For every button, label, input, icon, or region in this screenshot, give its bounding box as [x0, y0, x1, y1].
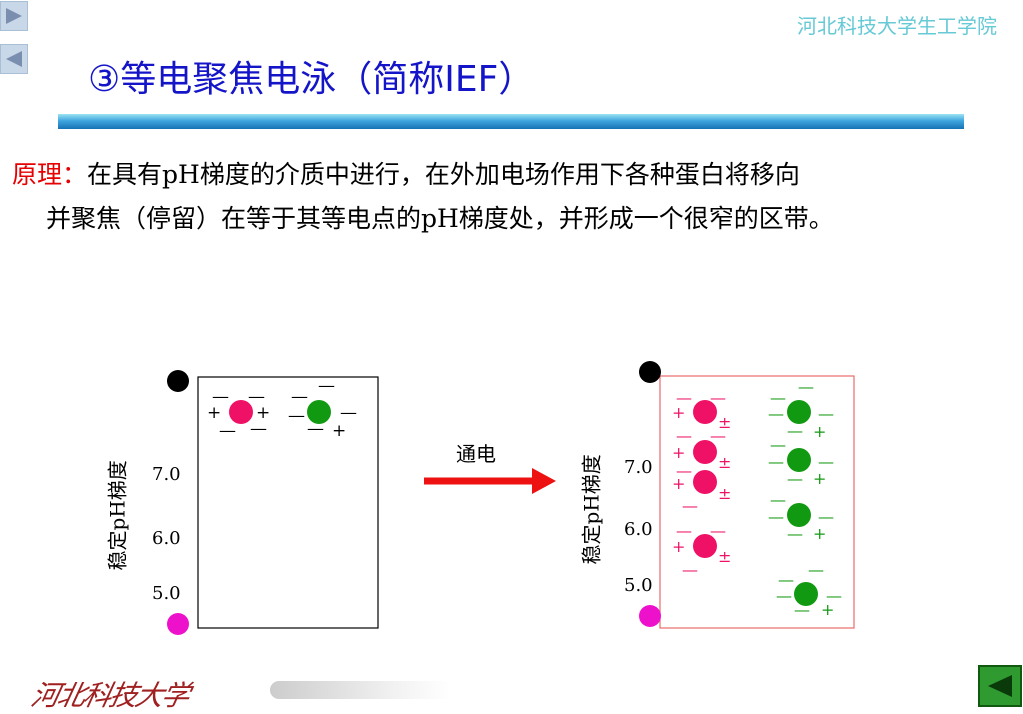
- charge-minus: —: [770, 388, 786, 407]
- charge-minus: —: [770, 490, 786, 509]
- right-tick-label: 7.0: [624, 457, 653, 478]
- charge-minus: —: [808, 560, 824, 579]
- protein-green: [787, 448, 811, 472]
- cathode-electrode: [167, 370, 189, 392]
- charge-plus: +: [332, 421, 347, 441]
- left-tick-label: 5.0: [152, 583, 181, 604]
- charge-minus: —: [770, 435, 786, 454]
- protein-green: [794, 582, 818, 606]
- principle-line-1: 在具有pH梯度的介质中进行，在外加电场作用下各种蛋白将移向: [87, 160, 800, 189]
- school-name: 河北科技大学生工学院: [797, 14, 997, 38]
- logo-swoosh: [270, 681, 450, 699]
- charge-plus-minus: ±: [718, 453, 732, 472]
- next-button[interactable]: [978, 665, 1022, 707]
- charge-minus: —: [818, 404, 834, 423]
- left-gel-tube: [197, 376, 379, 629]
- protein-green: [787, 503, 811, 527]
- charge-minus: —: [818, 507, 834, 526]
- university-logo: 河北科技大学: [28, 679, 192, 712]
- principle-label: 原理：: [12, 160, 88, 189]
- charge-minus: —: [710, 521, 726, 540]
- charge-plus: +: [813, 524, 827, 543]
- charge-minus: —: [248, 387, 265, 407]
- charge-minus: —: [798, 377, 814, 396]
- left-tick-label: 7.0: [152, 464, 181, 485]
- charge-plus: +: [207, 403, 222, 423]
- principle-line-2: 并聚焦（停留）在等于其等电点的pH梯度处，并形成一个很窄的区带。: [46, 204, 834, 233]
- play-right-icon: [6, 8, 22, 24]
- charge-minus: —: [794, 600, 810, 619]
- charge-minus: —: [768, 507, 784, 526]
- charge-minus: —: [818, 452, 834, 471]
- charge-plus: +: [672, 474, 686, 493]
- charge-minus: —: [776, 586, 792, 605]
- charge-minus: —: [318, 376, 335, 396]
- right-tick-label: 5.0: [624, 575, 653, 596]
- title-divider: [58, 114, 964, 129]
- right-gel-tube: [659, 375, 855, 629]
- charge-plus-minus: ±: [718, 413, 732, 432]
- protein-pink: [693, 470, 717, 494]
- charge-plus: +: [813, 422, 827, 441]
- charge-minus: —: [676, 388, 692, 407]
- charge-plus: +: [821, 600, 835, 619]
- charge-plus: +: [672, 403, 686, 422]
- charge-minus: —: [826, 586, 842, 605]
- charge-minus: —: [787, 524, 803, 543]
- page-title: ③等电聚焦电泳（简称IEF）: [88, 59, 535, 100]
- charge-minus: —: [710, 388, 726, 407]
- charge-plus-minus: ±: [718, 484, 732, 503]
- protein-green: [787, 400, 811, 424]
- charge-minus: —: [768, 452, 784, 471]
- charge-minus: —: [676, 521, 692, 540]
- left-axis-label: 稳定pH梯度: [105, 460, 130, 571]
- charge-minus: —: [778, 570, 794, 589]
- charge-minus: —: [288, 406, 305, 426]
- protein-pink: [229, 400, 253, 424]
- charge-minus: —: [212, 387, 229, 407]
- back-button[interactable]: [0, 44, 28, 74]
- charge-minus: —: [340, 403, 357, 423]
- charge-minus: —: [682, 496, 698, 515]
- left-tick-label: 6.0: [152, 528, 181, 549]
- cathode-electrode-right: [639, 361, 661, 383]
- charge-minus: —: [676, 461, 692, 480]
- charge-plus-minus: ±: [718, 547, 732, 566]
- protein-pink: [693, 440, 717, 464]
- charge-plus: +: [672, 443, 686, 462]
- charge-minus: —: [768, 404, 784, 423]
- charge-minus: —: [219, 421, 236, 441]
- charge-minus: —: [250, 419, 267, 439]
- anode-electrode-right: [639, 605, 661, 627]
- principle-paragraph: 原理：在具有pH梯度的介质中进行，在外加电场作用下各种蛋白将移向 并聚焦（停留）…: [12, 153, 1012, 241]
- play-left-icon: [988, 675, 1012, 697]
- arrow-head: [532, 468, 556, 494]
- arrow-label: 通电: [456, 442, 496, 466]
- forward-button[interactable]: [0, 1, 28, 31]
- right-tick-label: 6.0: [624, 519, 653, 540]
- anode-electrode: [167, 613, 189, 635]
- charge-minus: —: [676, 426, 692, 445]
- protein-pink: [693, 400, 717, 424]
- charge-minus: —: [307, 419, 324, 439]
- charge-plus: +: [256, 403, 271, 423]
- charge-minus: —: [710, 426, 726, 445]
- protein-pink: [693, 534, 717, 558]
- charge-minus: —: [682, 560, 698, 579]
- charge-plus: +: [672, 537, 686, 556]
- charge-plus: +: [813, 469, 827, 488]
- charge-minus: —: [787, 469, 803, 488]
- right-axis-label: 稳定pH梯度: [579, 454, 604, 565]
- charge-minus: —: [787, 421, 803, 440]
- play-left-icon: [6, 51, 22, 67]
- charge-minus: —: [291, 387, 308, 407]
- protein-green: [307, 400, 331, 424]
